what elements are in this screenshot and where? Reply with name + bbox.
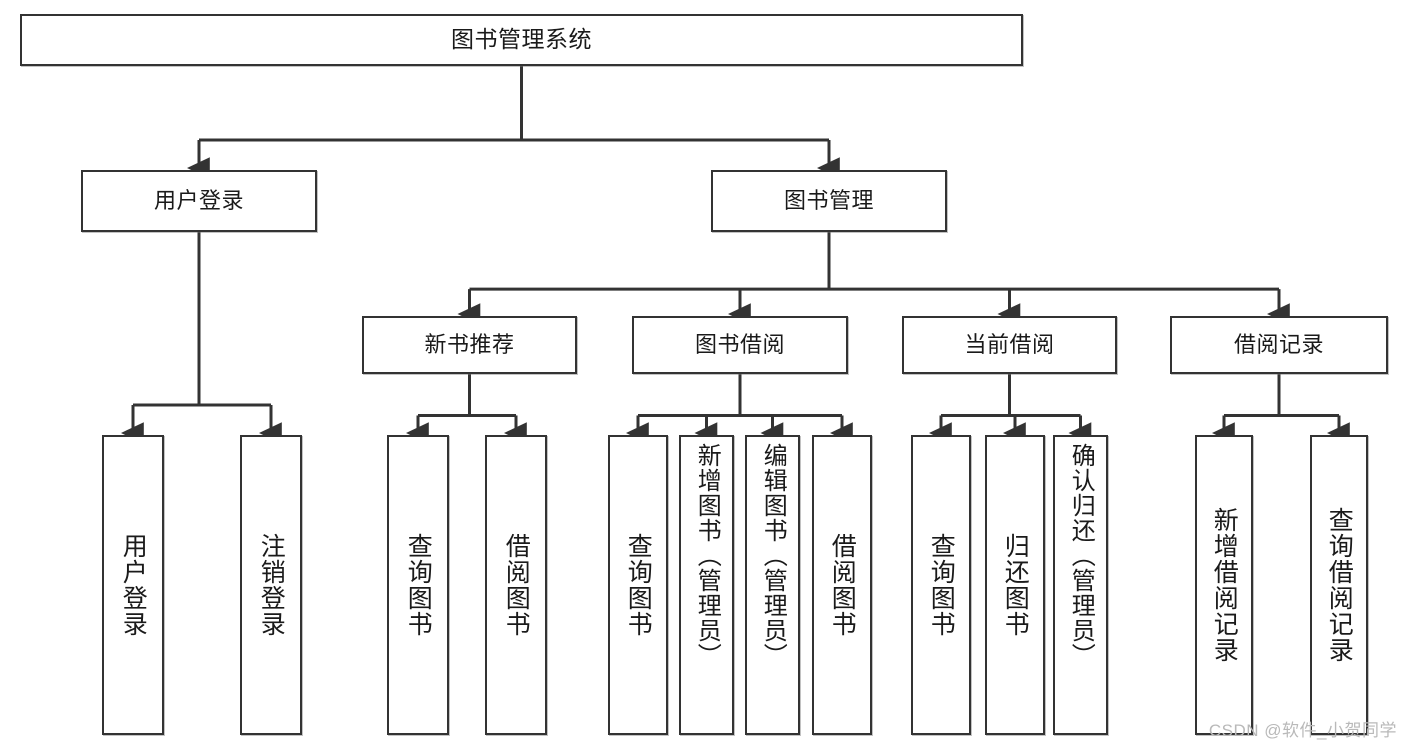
node-label: 新增借阅记录 [1210,507,1239,663]
node-borrow-record[interactable]: 借阅记录 [1170,316,1388,374]
node-label: 编辑图书（管理员） [759,443,787,668]
leaf-query-book-borrow[interactable]: 查询图书 [608,435,668,735]
node-label: 借阅图书 [502,533,531,637]
node-label: 归还图书 [1001,533,1030,637]
node-label: 查询图书 [927,533,956,637]
node-label: 借阅记录 [1233,331,1324,357]
leaf-add-borrow-record[interactable]: 新增借阅记录 [1195,435,1253,735]
leaf-query-book-recommend[interactable]: 查询图书 [387,435,449,735]
leaf-user-login[interactable]: 用户登录 [102,435,164,735]
node-label: 新增图书（管理员） [693,443,721,668]
leaf-return-book[interactable]: 归还图书 [985,435,1045,735]
node-label: 借阅图书 [828,533,857,637]
leaf-user-logout[interactable]: 注销登录 [240,435,302,735]
leaf-borrow-book-recommend[interactable]: 借阅图书 [485,435,547,735]
node-label: 查询图书 [404,533,433,637]
node-label: 确认归还（管理员） [1067,443,1095,668]
node-book-borrow[interactable]: 图书借阅 [632,316,848,374]
node-label: 查询图书 [624,533,653,637]
node-current-borrow[interactable]: 当前借阅 [902,316,1117,374]
node-label: 用户登录 [153,187,244,213]
leaf-add-book[interactable]: 新增图书（管理员） [679,435,734,735]
node-label: 图书借阅 [694,331,785,357]
node-label: 新书推荐 [424,331,515,357]
leaf-confirm-return[interactable]: 确认归还（管理员） [1053,435,1108,735]
node-user-login[interactable]: 用户登录 [81,170,317,232]
csdn-watermark: CSDN @软件_小贺同学 [1208,721,1397,740]
node-book-manage[interactable]: 图书管理 [711,170,947,232]
node-label: 查询借阅记录 [1325,507,1354,663]
node-label: 图书管理 [783,187,874,213]
node-label: 当前借阅 [964,331,1055,357]
node-label: 图书管理系统 [451,26,592,53]
leaf-query-borrow-record[interactable]: 查询借阅记录 [1310,435,1368,735]
leaf-query-book-current[interactable]: 查询图书 [911,435,971,735]
node-root[interactable]: 图书管理系统 [20,14,1023,66]
leaf-edit-book[interactable]: 编辑图书（管理员） [745,435,800,735]
node-label: 注销登录 [257,533,286,637]
leaf-borrow-book[interactable]: 借阅图书 [812,435,872,735]
node-new-book-recommend[interactable]: 新书推荐 [362,316,577,374]
node-label: 用户登录 [119,533,148,637]
